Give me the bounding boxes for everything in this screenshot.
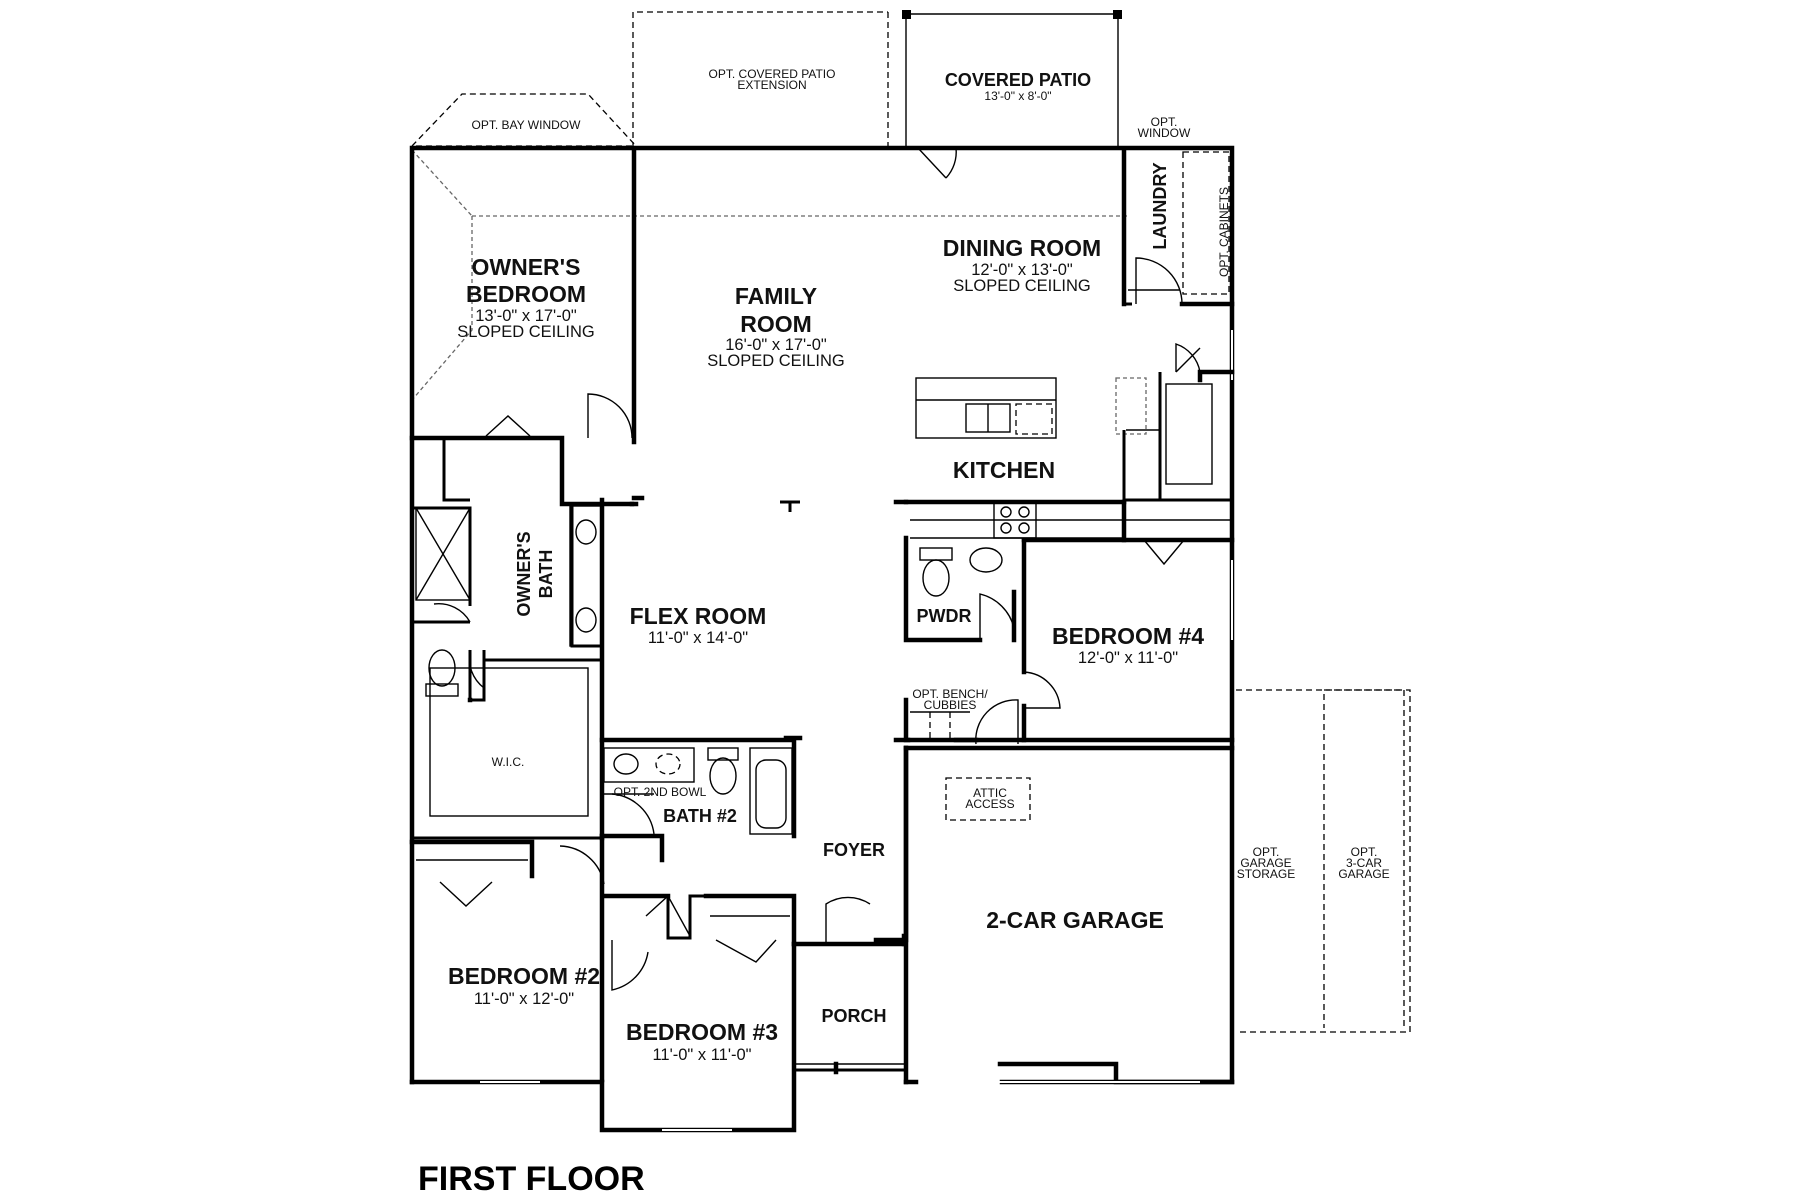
- owners-bedroom-name-2: BEDROOM: [466, 281, 586, 307]
- family-room-note: SLOPED CEILING: [707, 352, 845, 370]
- attic-label-2: ACCESS: [965, 797, 1014, 811]
- garage-storage-label-1: OPT.: [1253, 845, 1280, 859]
- bedroom2-size: 11'-0" x 12'-0": [474, 990, 574, 1008]
- bath2-name: BATH #2: [663, 806, 737, 826]
- fixtures: [415, 289, 1180, 835]
- patio-ext-label-2: EXTENSION: [737, 78, 806, 92]
- windows: [480, 330, 1233, 1131]
- owners-bedroom-name-1: OWNER'S: [472, 254, 581, 280]
- third-car-label-3: GARAGE: [1338, 867, 1389, 881]
- sloped-ceiling-lines: [411, 149, 1128, 401]
- owners-bath-name-1: OWNER'S: [514, 531, 534, 616]
- option-labels: OPT. COVERED PATIO EXTENSION OPT. BAY WI…: [472, 67, 1390, 881]
- porch-walls: [792, 944, 906, 1072]
- attic-access: [945, 777, 1031, 821]
- attic-label-1: ATTIC: [973, 786, 1007, 800]
- garage-storage-label-3: STORAGE: [1237, 867, 1295, 881]
- owners-bath-name-2: BATH: [536, 550, 556, 599]
- bedroom4-name: BEDROOM #4: [1052, 623, 1204, 649]
- optional-patio-extension: [632, 11, 889, 148]
- foyer-name: FOYER: [823, 840, 885, 860]
- flex-room-name: FLEX ROOM: [630, 603, 767, 629]
- dining-room-size: 12'-0" x 13'-0": [971, 261, 1073, 279]
- bench-label-2: CUBBIES: [924, 698, 977, 712]
- owners-bedroom-note: SLOPED CEILING: [457, 323, 595, 341]
- covered-patio-size: 13'-0" x 8'-0": [984, 89, 1051, 103]
- dining-room-name: DINING ROOM: [943, 235, 1101, 261]
- wic-name: W.I.C.: [492, 755, 525, 769]
- doors: [433, 147, 1201, 991]
- third-car-label-2: 3-CAR: [1346, 856, 1382, 870]
- porch-name: PORCH: [821, 1006, 886, 1026]
- bedroom3-size: 11'-0" x 11'-0": [652, 1046, 751, 1064]
- garage-storage-label-2: GARAGE: [1240, 856, 1291, 870]
- bedroom4-size: 12'-0" x 11'-0": [1078, 649, 1178, 667]
- optional-cabinets-outline: [1115, 151, 1230, 435]
- third-car-label-1: OPT.: [1351, 845, 1378, 859]
- family-room-name-2: ROOM: [740, 311, 812, 337]
- owners-bedroom-size: 13'-0" x 17'-0": [475, 307, 577, 325]
- floor-title: FIRST FLOOR: [418, 1160, 645, 1198]
- flex-room-size: 11'-0" x 14'-0": [648, 629, 748, 647]
- opt-cabinets-label: OPT. CABINETS: [1217, 187, 1231, 277]
- kitchen-name: KITCHEN: [953, 457, 1055, 483]
- dining-room-note: SLOPED CEILING: [953, 277, 1091, 295]
- bedroom3-name: BEDROOM #3: [626, 1019, 778, 1045]
- opt-window-label-2: WINDOW: [1138, 126, 1191, 140]
- opt-window-label-1: OPT.: [1151, 115, 1178, 129]
- garage-name: 2-CAR GARAGE: [986, 907, 1164, 933]
- family-room-name-1: FAMILY: [735, 283, 817, 309]
- optional-garage-storage: [1236, 689, 1411, 1033]
- covered-patio-name: COVERED PATIO: [945, 70, 1091, 90]
- bay-window-label: OPT. BAY WINDOW: [472, 118, 582, 132]
- room-labels: OWNER'S BEDROOM 13'-0" x 17'-0" SLOPED C…: [448, 70, 1204, 1064]
- covered-patio-outline: [902, 10, 1122, 148]
- patio-ext-label-1: OPT. COVERED PATIO: [709, 67, 836, 81]
- laundry-name: LAUNDRY: [1150, 162, 1170, 249]
- family-room-size: 16'-0" x 17'-0": [725, 336, 827, 354]
- pwdr-name: PWDR: [917, 606, 972, 626]
- bench-label-1: OPT. BENCH/: [912, 687, 988, 701]
- bedroom2-name: BEDROOM #2: [448, 963, 600, 989]
- second-bowl-label: OPT. 2ND BOWL: [614, 785, 707, 799]
